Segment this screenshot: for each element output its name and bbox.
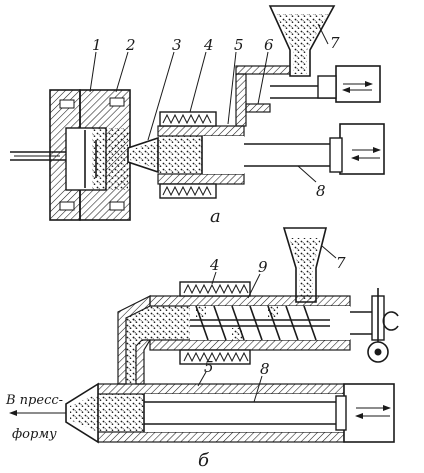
leader-lines-a	[89, 23, 329, 183]
label-6: 6	[264, 36, 274, 54]
label-7: 7	[330, 34, 340, 52]
hopper-b	[282, 227, 328, 303]
caption-b: б	[198, 450, 210, 471]
label-4: 4	[203, 36, 214, 54]
nozzle	[127, 136, 159, 174]
transfer-channel	[117, 295, 152, 385]
cylinder-a	[157, 125, 245, 185]
label-b-9: 9	[258, 258, 268, 276]
hopper-a	[268, 5, 336, 77]
label-b-4: 4	[209, 256, 220, 274]
heater-a	[159, 111, 217, 199]
part-labels-a: 1 2 3 4 5 6 7 8	[92, 34, 340, 200]
main-ram	[244, 123, 385, 175]
label-2: 2	[125, 36, 136, 54]
output-note-line2: форму	[12, 427, 57, 442]
label-8: 8	[316, 182, 326, 200]
upper-drive	[317, 65, 381, 103]
label-1: 1	[92, 36, 102, 54]
label-5: 5	[234, 36, 244, 54]
label-b-8: 8	[260, 360, 270, 378]
diagram-b: В пресс- форму 4 9 7 5 8 б	[5, 227, 399, 471]
injection-cylinder	[65, 382, 395, 444]
caption-a: а	[210, 206, 221, 227]
label-3: 3	[172, 36, 182, 54]
heater-b	[179, 281, 251, 365]
label-b-5: 5	[204, 358, 214, 376]
leader-lines-b	[197, 245, 337, 403]
part-labels-b: 4 9 7 5 8	[204, 254, 346, 378]
output-note-line1: В пресс-	[5, 393, 63, 408]
label-b-7: 7	[336, 254, 346, 272]
screw-cylinder	[149, 288, 399, 363]
mold-assembly	[49, 89, 131, 221]
diagram-a: 1 2 3 4 5 6 7 8 а	[10, 5, 385, 227]
